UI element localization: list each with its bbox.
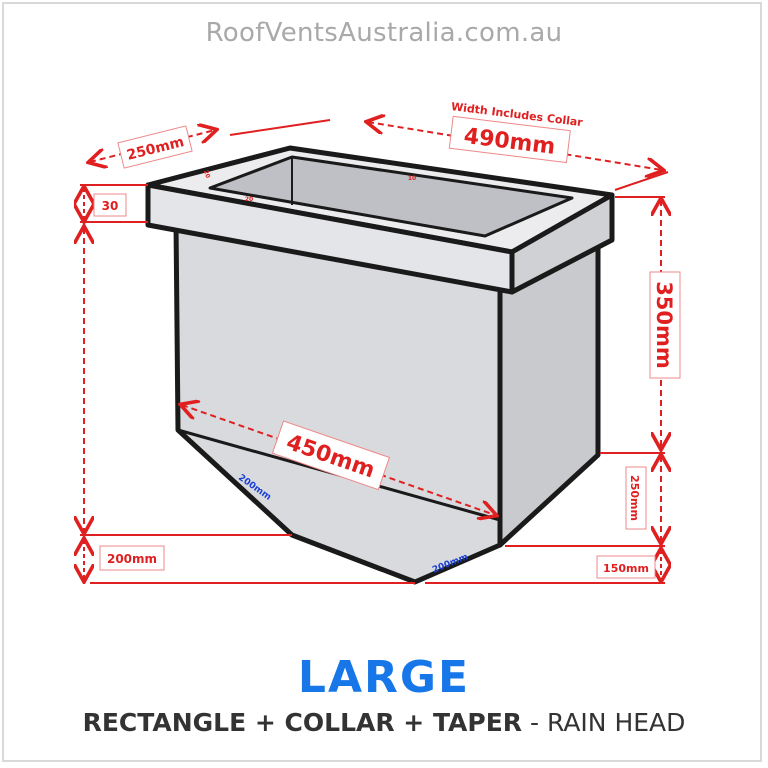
website-title: RoofVentsAustralia.com.au [205, 18, 563, 48]
product-size: LARGE [297, 652, 471, 703]
collar-height-label: 30 [102, 199, 119, 213]
taper-height-label: 250mm [628, 475, 641, 521]
collar-side-label: 20 [202, 169, 211, 179]
taper-edge [414, 543, 501, 584]
collar-back-label: 10 [408, 175, 416, 182]
outlet-height-label: 150mm [603, 562, 649, 575]
product-description: RECTANGLE + COLLAR + TAPER - RAIN HEAD [0, 708, 768, 737]
product-category: - RAIN HEAD [522, 708, 686, 737]
dimension-lines [80, 120, 668, 584]
collar-opening [208, 155, 574, 238]
collar-right [509, 192, 615, 295]
collar-front-label: 20 [245, 196, 253, 203]
product-type: RECTANGLE + COLLAR + TAPER [82, 708, 523, 737]
rain-head-shape [145, 145, 615, 585]
body-height-label: 350mm [652, 281, 676, 369]
left-offset-label: 200mm [107, 552, 157, 566]
image-border [2, 2, 762, 762]
